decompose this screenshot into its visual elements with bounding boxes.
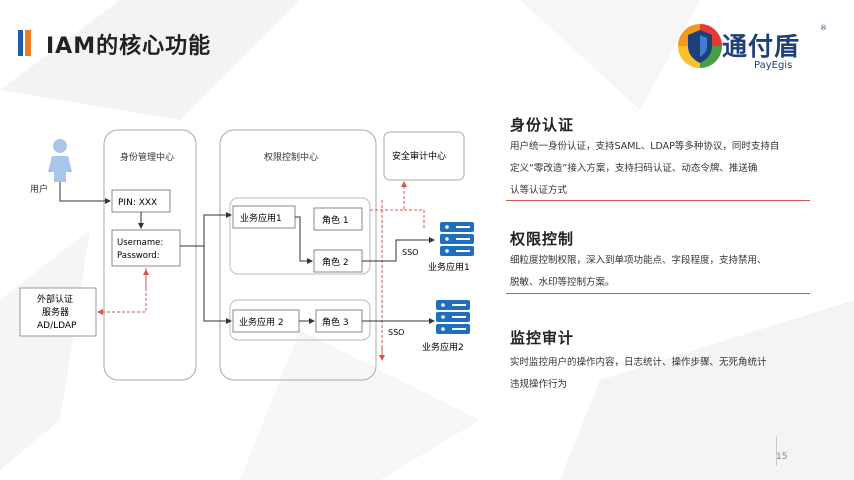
external-line3: AD/LDAP — [37, 321, 77, 331]
logo-registered: ® — [820, 24, 827, 32]
user-label: 用户 — [30, 183, 48, 195]
pin-label: PIN: XXX — [118, 198, 157, 208]
page-title: IAM的核心功能 — [46, 34, 212, 59]
role3-label: 角色 3 — [322, 316, 349, 328]
section-identity-title: 身份认证 — [510, 116, 575, 134]
logo-subtitle: PayEgis — [754, 60, 793, 71]
username-label: Username: — [117, 238, 163, 248]
app1-label: 业务应用1 — [240, 212, 282, 224]
app1-group — [229, 197, 371, 275]
section-permission-body: 细粒度控制权限，深入到单项功能点、字段程度，支持禁用、 脱敏、水印等控制方案。 — [510, 255, 767, 288]
company-logo — [678, 24, 722, 68]
sso1-label: SSO — [402, 248, 418, 257]
app2-label: 业务应用 2 — [239, 316, 284, 328]
external-line2: 服务器 — [42, 306, 69, 318]
permission-center-box — [219, 129, 377, 381]
section-divider — [506, 200, 810, 201]
external-line1: 外部认证 — [37, 293, 73, 305]
role1-label: 角色 1 — [322, 214, 349, 226]
credentials-box — [111, 229, 181, 267]
password-label: Password: — [117, 251, 160, 261]
permission-center-label: 权限控制中心 — [264, 151, 318, 163]
audit-center-label: 安全审计中心 — [392, 150, 446, 162]
role2-label: 角色 2 — [322, 256, 349, 268]
identity-center-label: 身份管理中心 — [120, 151, 174, 163]
section-permission-title: 权限控制 — [510, 230, 575, 248]
section-divider — [506, 293, 810, 294]
title-accent — [18, 30, 34, 56]
sso2-label: SSO — [388, 328, 404, 337]
page-number: 15 — [776, 452, 788, 462]
server-icon — [440, 222, 474, 256]
role1-box — [313, 207, 363, 231]
page-number-divider — [776, 436, 777, 466]
logo-name: 通付盾 — [722, 32, 801, 61]
external-auth-box — [19, 287, 97, 337]
server2-label: 业务应用2 — [422, 341, 464, 353]
server1-label: 业务应用1 — [428, 261, 470, 273]
server-icon — [436, 300, 470, 334]
user-icon — [48, 139, 72, 182]
section-audit-title: 监控审计 — [510, 329, 575, 347]
identity-center-box — [103, 129, 197, 381]
section-audit-body: 实时监控用户的操作内容，日志统计、操作步骤、无死角统计 违规操作行为 — [510, 357, 767, 390]
section-identity-body: 用户统一身份认证，支持SAML、LDAP等多种协议，同时支持自 定义“零改造”接… — [510, 141, 780, 196]
audit-center-box — [383, 131, 465, 181]
